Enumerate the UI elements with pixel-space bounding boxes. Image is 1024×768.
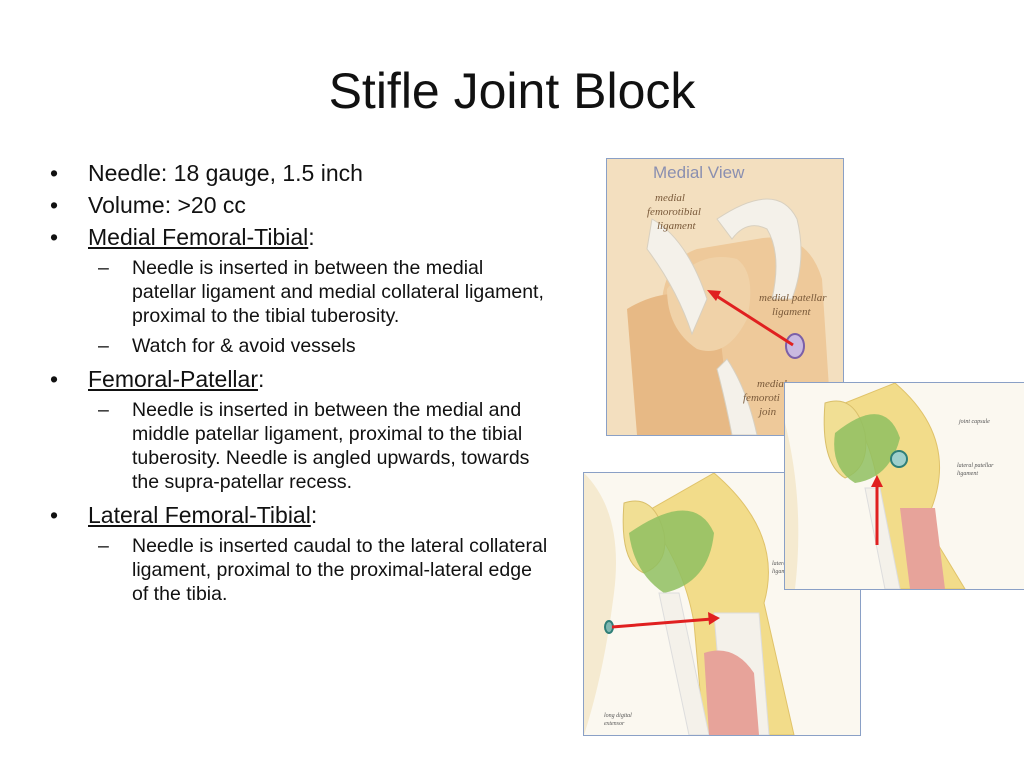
label-medial-patellar-ligament: ligament bbox=[772, 306, 811, 318]
bullet-femoral-patellar: Femoral-Patellar: Needle is inserted in … bbox=[50, 364, 550, 494]
label-long-digital-extensor: extensor bbox=[604, 721, 625, 727]
bullet-medial-femoral-tibial: Medial Femoral-Tibial: Needle is inserte… bbox=[50, 222, 550, 358]
sub-bullet: Needle is inserted caudal to the lateral… bbox=[88, 534, 550, 606]
slide-title: Stifle Joint Block bbox=[328, 63, 696, 119]
femoral-patellar-heading: Femoral-Patellar bbox=[88, 366, 258, 392]
heading-colon: : bbox=[310, 502, 318, 528]
bullet-needle: Needle: 18 gauge, 1.5 inch bbox=[50, 158, 550, 188]
caudolateral-view-illustration: joint capsule lateral patellar ligament bbox=[784, 382, 1024, 590]
label-medial-femorotibial-ligament: medial bbox=[655, 192, 685, 204]
label-medial-femorotibial-ligament: ligament bbox=[657, 220, 696, 232]
sub-bullet: Needle is inserted in between the medial… bbox=[88, 398, 550, 494]
label-medial-femorotibial-joint: femoroti bbox=[743, 392, 780, 404]
sub-bullet: Needle is inserted in between the medial… bbox=[88, 256, 550, 328]
bullet-lateral-femoral-tibial: Lateral Femoral-Tibial: Needle is insert… bbox=[50, 500, 550, 606]
medial-view-heading: Medial View bbox=[653, 163, 745, 182]
medial-view-illustration: Medial View medial femorotibial ligament… bbox=[606, 158, 844, 436]
label-medial-patellar-ligament: medial patellar bbox=[759, 292, 827, 304]
label-medial-femorotibial-joint: join bbox=[757, 406, 777, 418]
label-medial-femorotibial-joint: medial bbox=[757, 378, 787, 390]
label-joint-capsule: joint capsule bbox=[958, 419, 990, 425]
sub-bullet: Watch for & avoid vessels bbox=[88, 334, 550, 358]
label-lateral-ligament: lateral bbox=[772, 561, 788, 567]
sub-list: Needle is inserted in between the medial… bbox=[88, 398, 550, 494]
bullet-list: Needle: 18 gauge, 1.5 inch Volume: >20 c… bbox=[50, 158, 550, 612]
label-lateral-ligament: ligam bbox=[772, 569, 786, 575]
bullet-volume: Volume: >20 cc bbox=[50, 190, 550, 220]
label-lateral-patellar-ligament: ligament bbox=[957, 471, 978, 477]
heading-colon: : bbox=[258, 366, 265, 392]
label-medial-femorotibial-ligament: femorotibial bbox=[647, 206, 701, 218]
label-lateral-patellar-ligament: lateral patellar bbox=[957, 463, 994, 469]
medial-femoral-tibial-heading: Medial Femoral-Tibial bbox=[88, 224, 309, 250]
sub-list: Needle is inserted in between the medial… bbox=[88, 256, 550, 358]
label-long-digital-extensor: long digital bbox=[604, 713, 632, 719]
lateral-femoral-tibial-heading: Lateral Femoral-Tibial bbox=[88, 502, 311, 528]
sub-list: Needle is inserted caudal to the lateral… bbox=[88, 534, 550, 606]
heading-colon: : bbox=[308, 224, 315, 250]
